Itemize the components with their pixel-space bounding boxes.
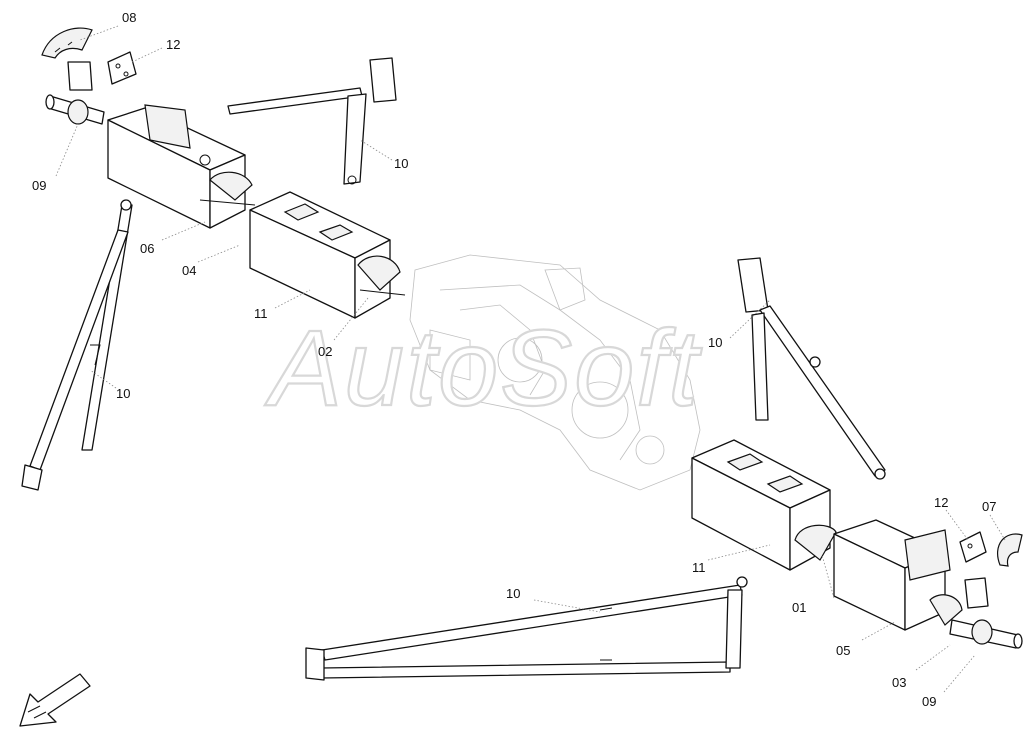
- callout-labels: 08 12 09 10 06 04 11 02 10 10 12 07 11 0…: [32, 10, 996, 709]
- callout-06: 06: [140, 241, 154, 256]
- callout-08-top: 08: [122, 10, 136, 25]
- callout-12-right: 12: [934, 495, 948, 510]
- callout-10-top: 10: [394, 156, 408, 171]
- leader-lines: [55, 25, 1006, 693]
- callout-10-bottom: 10: [506, 586, 520, 601]
- part-07-shield-right: [997, 533, 1023, 567]
- part-11-hopper-box-left: [249, 191, 406, 319]
- callout-10-right: 10: [708, 335, 722, 350]
- part-12-plate-right: [959, 531, 987, 563]
- part-11-hopper-box-right: [691, 439, 837, 571]
- callout-02: 02: [318, 344, 332, 359]
- part-10-link-bottom: [305, 576, 748, 681]
- callout-10-left: 10: [116, 386, 130, 401]
- callout-03: 03: [892, 675, 906, 690]
- watermark: AutoSoft: [264, 307, 702, 428]
- part-09-bearing-left: [45, 61, 105, 125]
- callout-11-right: 11: [692, 560, 706, 575]
- callout-01: 01: [792, 600, 806, 615]
- part-10-arm-top: [227, 57, 397, 185]
- callout-05: 05: [836, 643, 850, 658]
- part-12-plate-top: [107, 51, 137, 85]
- callout-09-right: 09: [922, 694, 936, 709]
- part-10-arm-right: [737, 257, 886, 480]
- part-05-hopper-box: [833, 519, 963, 631]
- callout-09-left: 09: [32, 178, 46, 193]
- part-08-shield-left: [41, 27, 93, 59]
- callout-12-top: 12: [166, 37, 180, 52]
- ghost-engine-block: [409, 254, 701, 491]
- part-06-hopper-box: [107, 104, 256, 229]
- callout-11-left: 11: [254, 306, 268, 321]
- part-10-link-left: [21, 199, 133, 491]
- callout-07: 07: [982, 499, 996, 514]
- arrow-down-left-icon: [19, 673, 91, 727]
- part-09-bearing-right: [949, 577, 1023, 649]
- callout-04: 04: [182, 263, 196, 278]
